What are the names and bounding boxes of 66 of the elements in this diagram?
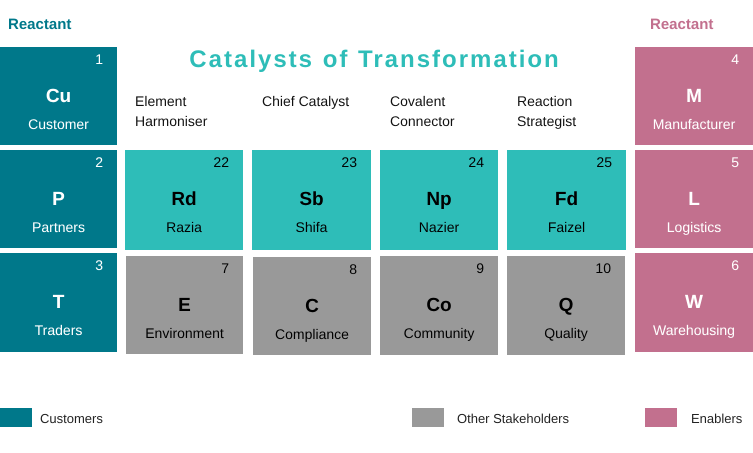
atomic-number: 10 bbox=[595, 259, 611, 278]
title: Catalysts of Transformation bbox=[188, 45, 562, 75]
role-title: Element Harmoniser bbox=[135, 92, 208, 131]
element-name: Warehousing bbox=[652, 321, 736, 339]
element-name: Manufacturer bbox=[652, 115, 736, 133]
element-tile bbox=[252, 150, 371, 250]
element-tile bbox=[635, 150, 753, 248]
element-symbol: Np bbox=[425, 188, 453, 212]
legend-label: Customers bbox=[40, 410, 103, 428]
element-name: Faizel bbox=[546, 218, 586, 236]
element-symbol: C bbox=[304, 295, 320, 319]
element-symbol: Cu bbox=[44, 85, 72, 109]
element-name: Partners bbox=[31, 218, 86, 236]
atomic-number: 25 bbox=[596, 153, 612, 172]
element-symbol: Q bbox=[558, 294, 574, 318]
element-tile bbox=[0, 150, 117, 248]
element-symbol: Sb bbox=[298, 188, 325, 212]
element-name: Logistics bbox=[666, 218, 722, 236]
element-tile bbox=[635, 47, 753, 145]
element-name: Environment bbox=[144, 324, 225, 342]
element-symbol: M bbox=[685, 85, 703, 109]
element-name: Customer bbox=[27, 115, 90, 133]
element-name: Compliance bbox=[274, 325, 350, 343]
element-symbol: P bbox=[51, 188, 66, 212]
role-title: Reaction Strategist bbox=[517, 92, 578, 131]
atomic-number: 8 bbox=[349, 260, 357, 279]
legend-label: Other Stakeholders bbox=[457, 410, 570, 428]
element-symbol: T bbox=[52, 291, 66, 315]
atomic-number: 3 bbox=[95, 256, 103, 275]
atomic-number: 23 bbox=[341, 153, 357, 172]
element-name: Shifa bbox=[294, 218, 328, 236]
element-tile bbox=[635, 253, 753, 352]
element-tile bbox=[0, 47, 117, 145]
element-tile bbox=[380, 150, 498, 250]
element-name: Nazier bbox=[418, 218, 460, 236]
element-symbol: E bbox=[177, 294, 192, 318]
element-name: Traders bbox=[34, 321, 84, 339]
element-name: Quality bbox=[543, 324, 589, 342]
element-tile bbox=[507, 150, 626, 250]
column-heading: Reactant bbox=[650, 15, 714, 35]
element-symbol: L bbox=[687, 188, 701, 212]
atomic-number: 22 bbox=[213, 153, 229, 172]
atomic-number: 2 bbox=[95, 153, 103, 172]
element-symbol: W bbox=[684, 291, 704, 315]
atomic-number: 5 bbox=[731, 153, 739, 172]
element-tile bbox=[507, 256, 625, 355]
element-name: Community bbox=[402, 324, 476, 342]
atomic-number: 4 bbox=[731, 50, 739, 69]
atomic-number: 9 bbox=[476, 259, 484, 278]
element-name: Razia bbox=[165, 218, 203, 236]
column-heading: Reactant bbox=[8, 15, 72, 35]
element-tile bbox=[253, 257, 371, 355]
element-symbol: Rd bbox=[170, 188, 198, 212]
atomic-number: 24 bbox=[468, 153, 484, 172]
role-title: Covalent Connector bbox=[390, 92, 456, 131]
element-tile bbox=[126, 256, 243, 354]
element-tile bbox=[125, 150, 243, 250]
atomic-number: 6 bbox=[731, 256, 739, 275]
element-tile bbox=[380, 256, 498, 355]
element-symbol: Co bbox=[425, 294, 453, 318]
atomic-number: 7 bbox=[221, 259, 229, 278]
role-title: Chief Catalyst bbox=[262, 92, 350, 111]
element-symbol: Fd bbox=[554, 188, 580, 212]
atomic-number: 1 bbox=[95, 50, 103, 69]
element-tile bbox=[0, 253, 117, 352]
legend-label: Enablers bbox=[691, 410, 742, 428]
